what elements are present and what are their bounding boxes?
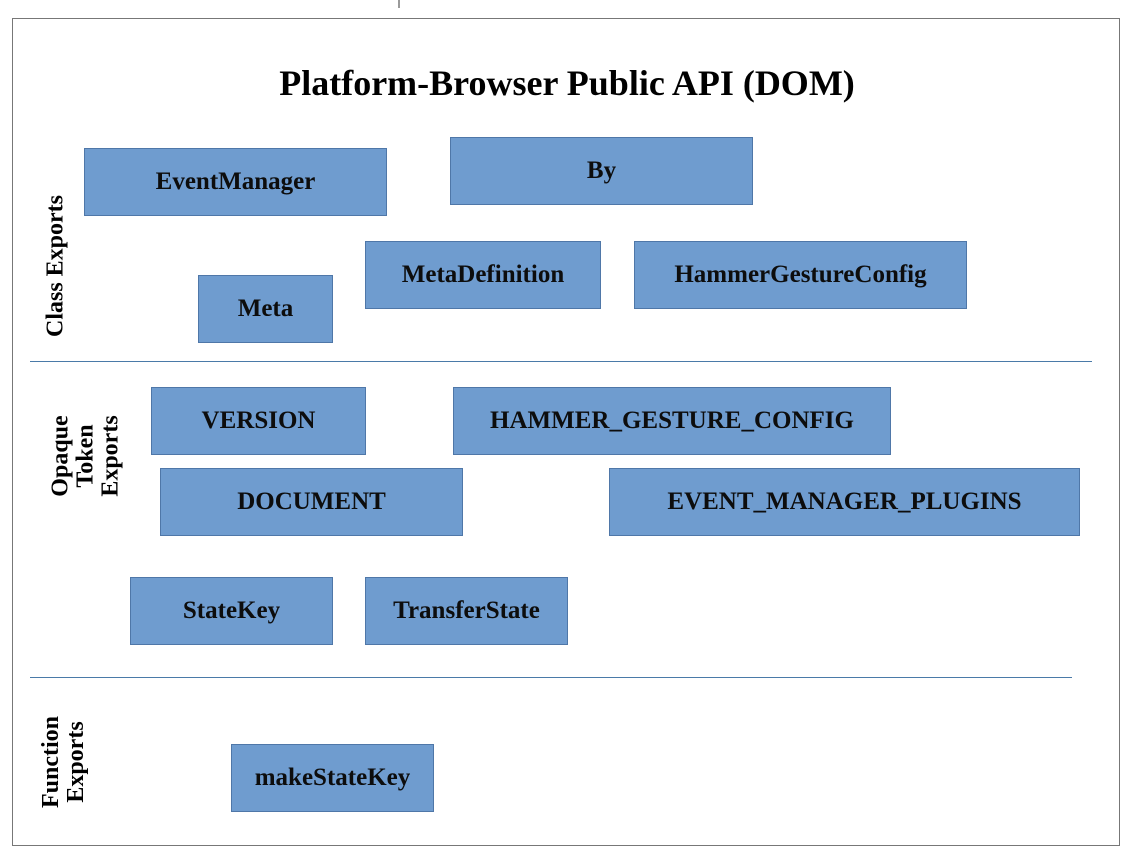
export-box-transferstate: TransferState	[365, 577, 568, 645]
export-box-hammer-gesture-config-token: HAMMER_GESTURE_CONFIG	[453, 387, 891, 455]
export-box-by: By	[450, 137, 753, 205]
export-box-meta: Meta	[198, 275, 333, 343]
top-edge-mark	[398, 0, 400, 8]
export-box-statekey: StateKey	[130, 577, 333, 645]
section-divider-1	[30, 361, 1092, 362]
export-box-metadefinition: MetaDefinition	[365, 241, 601, 309]
export-box-version: VERSION	[151, 387, 366, 455]
section-label-function-exports: Function Exports	[38, 715, 89, 809]
section-label-opaque-token-exports: Opaque Token Exports	[47, 415, 124, 497]
export-box-makestatekey: makeStateKey	[231, 744, 434, 812]
export-box-document: DOCUMENT	[160, 468, 463, 536]
diagram-title: Platform-Browser Public API (DOM)	[279, 63, 855, 103]
export-box-event-manager-plugins: EVENT_MANAGER_PLUGINS	[609, 468, 1080, 536]
export-box-eventmanager: EventManager	[84, 148, 387, 216]
diagram-frame	[12, 18, 1120, 846]
section-divider-2	[30, 677, 1072, 678]
export-box-hammergestureconfig: HammerGestureConfig	[634, 241, 967, 309]
section-label-class-exports: Class Exports	[42, 194, 69, 338]
